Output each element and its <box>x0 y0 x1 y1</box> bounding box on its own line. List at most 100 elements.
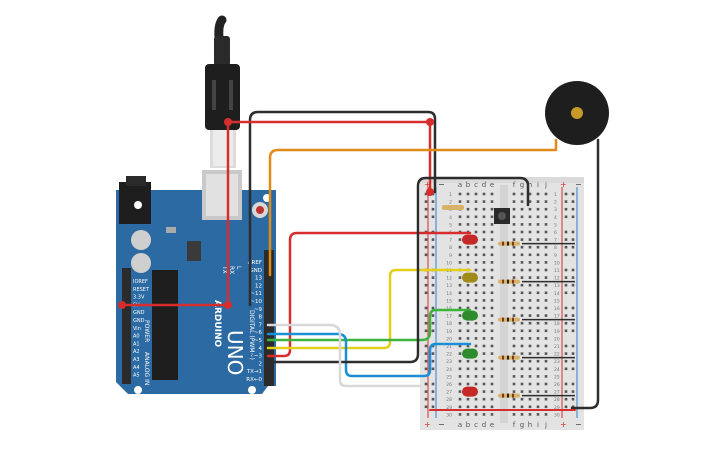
breadboard-hole[interactable] <box>512 390 516 393</box>
breadboard-hole[interactable] <box>544 253 548 257</box>
breadboard-hole[interactable] <box>458 261 462 264</box>
breadboard-hole[interactable] <box>528 207 532 211</box>
breadboard-hole[interactable] <box>466 253 470 257</box>
breadboard-hole[interactable] <box>474 359 478 363</box>
breadboard-hole[interactable] <box>474 405 478 409</box>
breadboard-hole[interactable] <box>528 200 532 203</box>
breadboard-hole[interactable] <box>520 223 524 226</box>
breadboard-hole[interactable] <box>482 299 486 302</box>
breadboard-hole[interactable] <box>474 223 478 226</box>
breadboard-hole[interactable] <box>528 397 532 401</box>
breadboard-hole[interactable] <box>458 215 462 219</box>
breadboard-hole[interactable] <box>490 253 494 257</box>
breadboard-hole[interactable] <box>458 192 462 196</box>
breadboard-hole[interactable] <box>536 215 540 219</box>
rail-hole[interactable] <box>571 245 575 249</box>
breadboard-hole[interactable] <box>466 215 470 219</box>
rail-hole[interactable] <box>424 207 428 211</box>
breadboard-hole[interactable] <box>490 268 494 272</box>
breadboard-hole[interactable] <box>512 352 516 355</box>
breadboard-hole[interactable] <box>512 230 516 234</box>
breadboard-hole[interactable] <box>482 359 486 363</box>
breadboard-hole[interactable] <box>544 306 548 310</box>
breadboard-hole[interactable] <box>490 291 494 295</box>
breadboard-hole[interactable] <box>528 276 532 279</box>
breadboard-hole[interactable] <box>482 200 486 203</box>
rail-hole[interactable] <box>431 291 435 295</box>
rail-hole[interactable] <box>424 215 428 219</box>
breadboard-hole[interactable] <box>466 223 470 226</box>
rail-hole[interactable] <box>424 238 428 241</box>
breadboard-hole[interactable] <box>474 382 478 386</box>
breadboard-hole[interactable] <box>512 359 516 363</box>
breadboard-hole[interactable] <box>528 390 532 393</box>
breadboard-hole[interactable] <box>490 192 494 196</box>
breadboard-hole[interactable] <box>512 397 516 401</box>
rail-hole[interactable] <box>564 200 568 203</box>
rail-hole[interactable] <box>564 268 568 272</box>
breadboard-hole[interactable] <box>512 238 516 241</box>
breadboard-hole[interactable] <box>512 337 516 340</box>
breadboard-hole[interactable] <box>466 337 470 340</box>
breadboard-hole[interactable] <box>458 276 462 279</box>
breadboard-hole[interactable] <box>536 405 540 409</box>
breadboard-hole[interactable] <box>520 299 524 302</box>
breadboard-hole[interactable] <box>528 192 532 196</box>
breadboard-hole[interactable] <box>512 291 516 295</box>
breadboard-hole[interactable] <box>458 238 462 241</box>
breadboard-hole[interactable] <box>544 397 548 401</box>
breadboard-hole[interactable] <box>490 321 494 325</box>
breadboard-hole[interactable] <box>536 238 540 241</box>
breadboard-hole[interactable] <box>520 253 524 257</box>
breadboard-hole[interactable] <box>520 207 524 211</box>
breadboard-hole[interactable] <box>528 375 532 378</box>
breadboard-hole[interactable] <box>482 253 486 257</box>
led-green[interactable] <box>462 348 478 359</box>
breadboard-hole[interactable] <box>474 261 478 264</box>
breadboard-hole[interactable] <box>474 306 478 310</box>
breadboard-hole[interactable] <box>466 321 470 325</box>
breadboard-hole[interactable] <box>512 245 516 249</box>
breadboard-hole[interactable] <box>490 390 494 393</box>
breadboard-hole[interactable] <box>490 413 494 416</box>
breadboard-hole[interactable] <box>490 238 494 241</box>
rail-hole[interactable] <box>571 359 575 363</box>
breadboard-hole[interactable] <box>466 405 470 409</box>
breadboard-hole[interactable] <box>544 413 548 416</box>
breadboard-hole[interactable] <box>458 253 462 257</box>
rail-hole[interactable] <box>431 405 435 409</box>
breadboard-hole[interactable] <box>474 207 478 211</box>
breadboard-hole[interactable] <box>536 223 540 226</box>
led-red[interactable] <box>462 234 478 245</box>
breadboard-hole[interactable] <box>474 375 478 378</box>
breadboard-hole[interactable] <box>474 200 478 203</box>
rail-hole[interactable] <box>424 352 428 355</box>
rail-hole[interactable] <box>564 352 568 355</box>
breadboard-hole[interactable] <box>482 390 486 393</box>
breadboard-hole[interactable] <box>458 223 462 226</box>
rail-hole[interactable] <box>431 253 435 257</box>
breadboard-hole[interactable] <box>482 321 486 325</box>
breadboard-hole[interactable] <box>536 268 540 272</box>
breadboard-hole[interactable] <box>520 283 524 287</box>
breadboard-hole[interactable] <box>536 397 540 401</box>
rail-hole[interactable] <box>424 276 428 279</box>
rail-hole[interactable] <box>424 405 428 409</box>
breadboard-hole[interactable] <box>536 337 540 340</box>
rail-hole[interactable] <box>564 192 568 196</box>
rail-hole[interactable] <box>431 245 435 249</box>
rail-hole[interactable] <box>571 306 575 310</box>
rail-hole[interactable] <box>424 314 428 317</box>
breadboard-hole[interactable] <box>466 306 470 310</box>
breadboard-hole[interactable] <box>482 215 486 219</box>
breadboard-hole[interactable] <box>482 238 486 241</box>
breadboard-hole[interactable] <box>536 359 540 363</box>
rail-hole[interactable] <box>571 276 575 279</box>
breadboard-hole[interactable] <box>458 352 462 355</box>
breadboard-hole[interactable] <box>512 306 516 310</box>
breadboard-hole[interactable] <box>520 382 524 386</box>
breadboard-hole[interactable] <box>458 367 462 371</box>
breadboard-hole[interactable] <box>520 261 524 264</box>
rail-hole[interactable] <box>431 283 435 287</box>
breadboard-hole[interactable] <box>490 299 494 302</box>
